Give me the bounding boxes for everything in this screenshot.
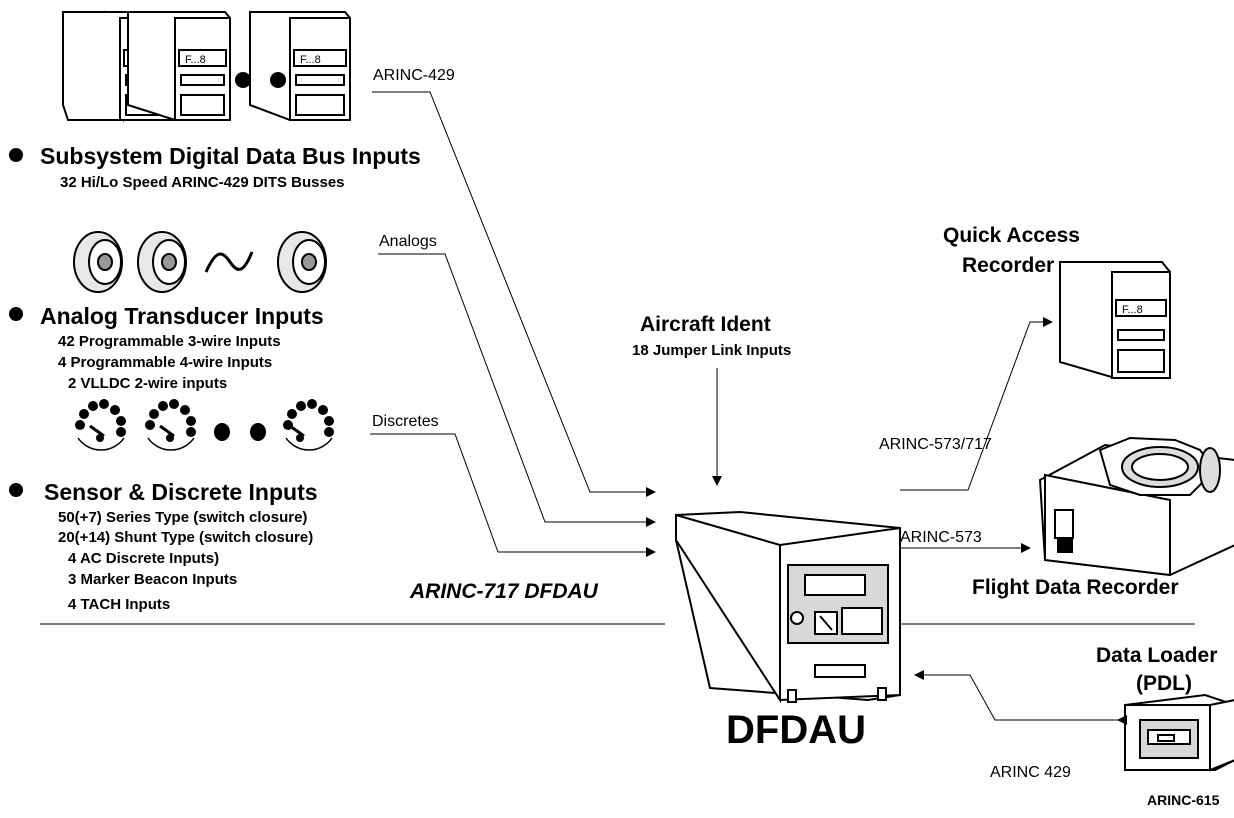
arinc-429-connector <box>372 91 656 497</box>
dfdau-caption: ARINC-717 DFDAU <box>410 580 598 603</box>
sensor-inputs-heading: Sensor & Discrete Inputs <box>44 479 318 505</box>
discretes-label: Discretes <box>372 413 439 430</box>
arinc-429-label: ARINC-429 <box>373 67 455 84</box>
aircraft-ident-title: Aircraft Ident <box>640 313 771 336</box>
loader-title-line1: Data Loader <box>1096 644 1218 667</box>
digital-inputs-detail: 32 Hi/Lo Speed ARINC-429 DITS Busses <box>60 174 345 191</box>
rotary-switch-icon <box>75 399 126 451</box>
dfdau-unit-icon <box>675 510 901 704</box>
svg-text:F...8: F...8 <box>300 54 321 66</box>
svg-text:F...8: F...8 <box>185 54 206 66</box>
analog-inputs-detail: 42 Programmable 3-wire Inputs <box>58 333 281 350</box>
loader-connector <box>914 670 1127 725</box>
rotary-switch-icon <box>145 399 196 451</box>
dfdau-name: DFDAU <box>726 708 866 752</box>
qar-title-line2: Recorder <box>962 254 1055 277</box>
svg-text:F...8: F...8 <box>1122 304 1143 316</box>
sensor-inputs-detail: 20(+14) Shunt Type (switch closure) <box>58 529 314 546</box>
ellipsis-dot-icon <box>235 72 251 88</box>
sensor-inputs-detail: 3 Marker Beacon Inputs <box>68 571 238 588</box>
bullet-icon <box>9 307 23 321</box>
qar-title-line1: Quick Access <box>943 224 1080 247</box>
sensor-inputs-detail: 4 TACH Inputs <box>68 596 171 613</box>
transducer-icon <box>137 231 187 293</box>
analog-inputs-heading: Analog Transducer Inputs <box>40 303 324 329</box>
transducer-icon <box>277 231 327 293</box>
aircraft-ident-subtitle: 18 Jumper Link Inputs <box>632 342 792 359</box>
analogs-connector <box>378 253 656 527</box>
loader-title-line2: (PDL) <box>1136 672 1192 695</box>
fdr-title: Flight Data Recorder <box>972 576 1179 599</box>
fdr-link-label: ARINC-573 <box>900 529 982 546</box>
loader-standard-label: ARINC-615 <box>1147 792 1220 808</box>
qar-connector <box>900 317 1053 491</box>
digital-inputs-heading: Subsystem Digital Data Bus Inputs <box>40 143 421 169</box>
analogs-label: Analogs <box>379 233 437 250</box>
ellipsis-dot-icon <box>270 72 286 88</box>
sensor-inputs-detail: 50(+7) Series Type (switch closure) <box>58 509 308 526</box>
discretes-connector <box>370 433 656 557</box>
avionics-unit-icon: F...8 <box>127 11 231 121</box>
avionics-unit-icon: F...8 <box>249 11 351 121</box>
wave-icon <box>204 251 254 273</box>
bullet-icon <box>9 148 23 162</box>
loader-link-label: ARINC 429 <box>990 764 1071 781</box>
qar-link-label: ARINC-573/717 <box>879 436 992 453</box>
bullet-icon <box>9 483 23 497</box>
analog-inputs-detail: 4 Programmable 4-wire Inputs <box>58 354 273 371</box>
sensor-inputs-detail: 4 AC Discrete Inputs) <box>68 550 220 567</box>
ellipsis-dot-icon <box>250 423 266 441</box>
qar-unit-icon: F...8 <box>1059 261 1171 379</box>
transducer-icon <box>73 231 123 293</box>
fdr-unit-icon <box>1038 436 1234 577</box>
ellipsis-dot-icon <box>214 423 230 441</box>
data-loader-unit-icon <box>1124 693 1234 772</box>
analog-inputs-detail: 2 VLLDC 2-wire inputs <box>68 375 228 392</box>
rotary-switch-icon <box>283 399 334 451</box>
